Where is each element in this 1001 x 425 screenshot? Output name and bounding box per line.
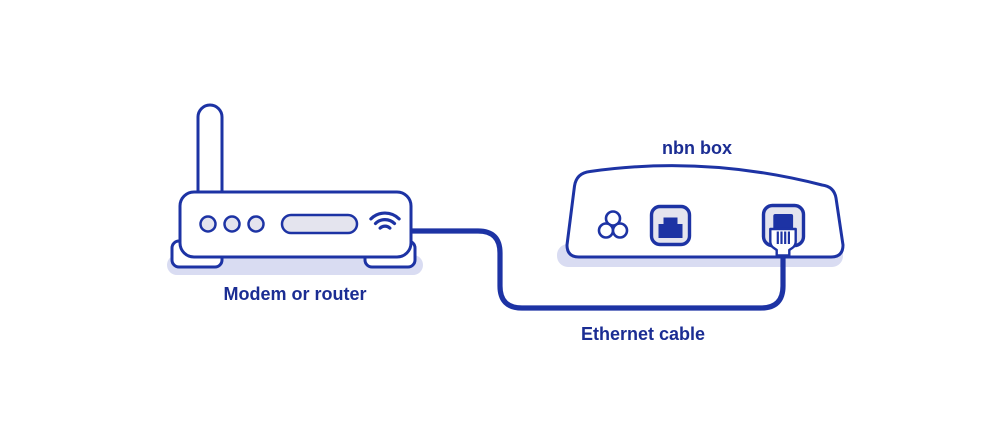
nbn-logo-circle-right (611, 222, 629, 239)
nbn-logo-circle-left (597, 222, 615, 239)
ethernet-port-icon (649, 204, 692, 247)
modem-router-illustration (167, 103, 423, 275)
nbn-box-label: nbn box (662, 138, 732, 158)
wifi-icon (369, 211, 401, 230)
status-display (280, 213, 359, 235)
indicator-light (199, 215, 217, 233)
indicator-lights (199, 215, 265, 233)
ethernet-jack-glyph (658, 217, 683, 238)
nbn-logo-icon (597, 210, 629, 239)
modem-shadow (167, 255, 423, 275)
indicator-light (247, 215, 265, 233)
nbn-box-illustration (557, 164, 845, 267)
plug-connector (773, 214, 794, 230)
ethernet-cable-label: Ethernet cable (581, 324, 705, 344)
plug-icon (769, 214, 797, 257)
modem-label: Modem or router (223, 284, 366, 304)
plug-pins (776, 231, 791, 244)
antenna (196, 103, 224, 207)
ethernet-cable-line (405, 228, 786, 311)
indicator-light (223, 215, 241, 233)
nbn-logo-circle-top (604, 210, 622, 227)
